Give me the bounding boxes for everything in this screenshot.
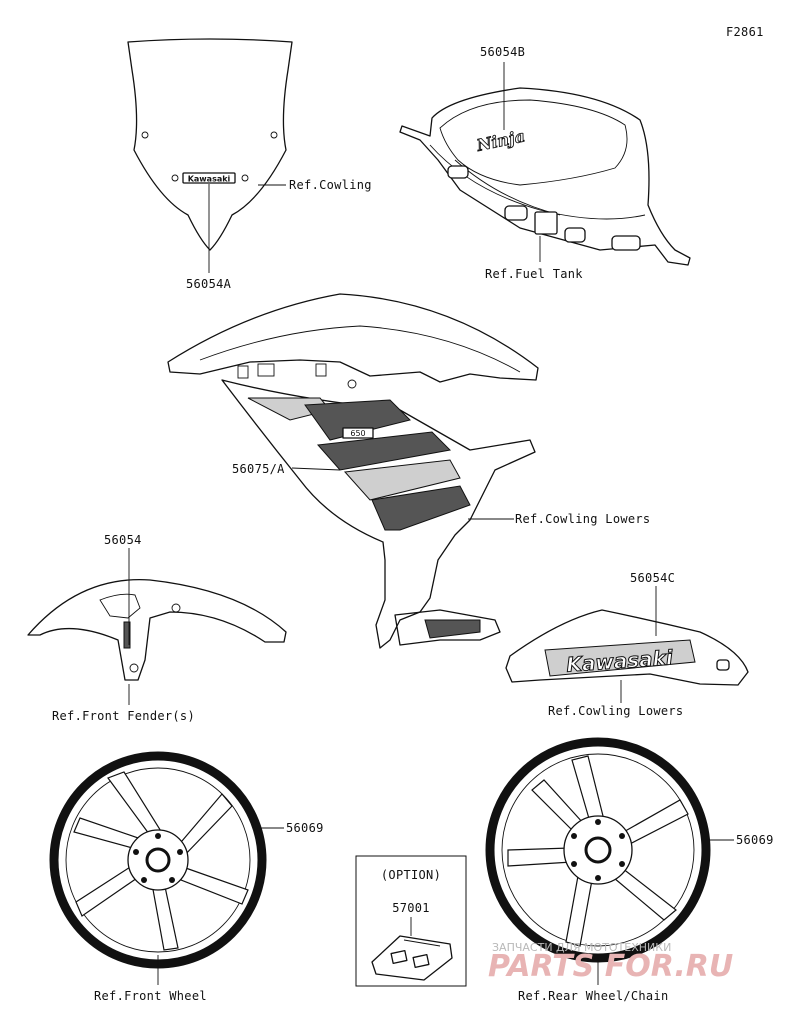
option-title: (OPTION) <box>381 868 441 882</box>
watermark-line2: PARTS FOR.RU <box>488 949 733 984</box>
label-56054A: 56054A <box>186 277 232 291</box>
front-fender <box>27 578 287 681</box>
label-56054B: 56054B <box>480 45 525 59</box>
front-wheel <box>49 751 267 969</box>
label-ref-front-wheel: Ref.Front Wheel <box>94 989 207 1003</box>
option-box: (OPTION) 57001 <box>355 855 467 987</box>
watermark-line1: ЗАПЧАСТИ ДЛЯ МОТОТЕХНИКИ <box>492 941 671 954</box>
watermark: ЗАПЧАСТИ ДЛЯ МОТОТЕХНИКИ PARTS FOR.RU <box>488 941 733 984</box>
label-56069-front: 56069 <box>286 821 324 835</box>
tank-logo-text: Ninja <box>474 126 526 155</box>
label-ref-fuel-tank: Ref.Fuel Tank <box>485 267 583 281</box>
label-56054C: 56054C <box>630 571 675 585</box>
cowl-badge-text: 650 <box>350 429 365 438</box>
rear-wheel <box>485 737 711 963</box>
windshield: Kawasaki <box>127 38 293 251</box>
side-cowling: 650 <box>167 293 539 649</box>
label-56075A: 56075/A <box>232 462 285 476</box>
label-57001: 57001 <box>392 901 430 915</box>
label-ref-cowling-lowers-1: Ref.Cowling Lowers <box>515 512 650 526</box>
label-56069-rear: 56069 <box>736 833 774 847</box>
figure-id: F2861 <box>726 25 764 39</box>
lower-cowl: Kawasaki <box>505 609 749 686</box>
label-ref-cowling-lowers-2: Ref.Cowling Lowers <box>548 704 683 718</box>
label-ref-rear-wheel: Ref.Rear Wheel/Chain <box>518 989 669 1003</box>
option-tool <box>371 935 453 981</box>
label-56054: 56054 <box>104 533 142 547</box>
fuel-tank: Ninja <box>399 87 691 266</box>
label-ref-front-fender: Ref.Front Fender(s) <box>52 709 195 723</box>
windshield-logo-text: Kawasaki <box>188 175 231 184</box>
label-ref-cowling: Ref.Cowling <box>289 178 372 192</box>
